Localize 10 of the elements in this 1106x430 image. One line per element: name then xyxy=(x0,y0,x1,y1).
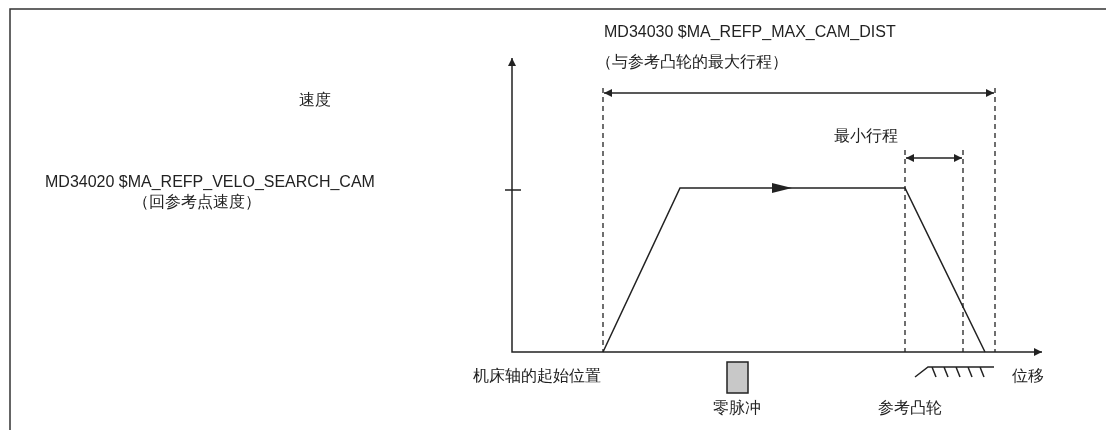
parameter-label: MD34030 $MA_REFP_MAX_CAM_DIST xyxy=(604,22,896,42)
parameter-label: MD34020 $MA_REFP_VELO_SEARCH_CAM xyxy=(45,172,375,192)
dimension-label: 最小行程 xyxy=(834,126,898,146)
axis-label: 位移 xyxy=(1012,366,1044,386)
position-label: 机床轴的起始位置 xyxy=(473,366,601,386)
marker-label: 零脉冲 xyxy=(713,398,761,418)
axis-label: 速度 xyxy=(299,90,331,110)
parameter-description: （回参考点速度） xyxy=(133,192,261,212)
marker-label: 参考凸轮 xyxy=(878,398,942,418)
parameter-description: （与参考凸轮的最大行程） xyxy=(596,52,788,72)
